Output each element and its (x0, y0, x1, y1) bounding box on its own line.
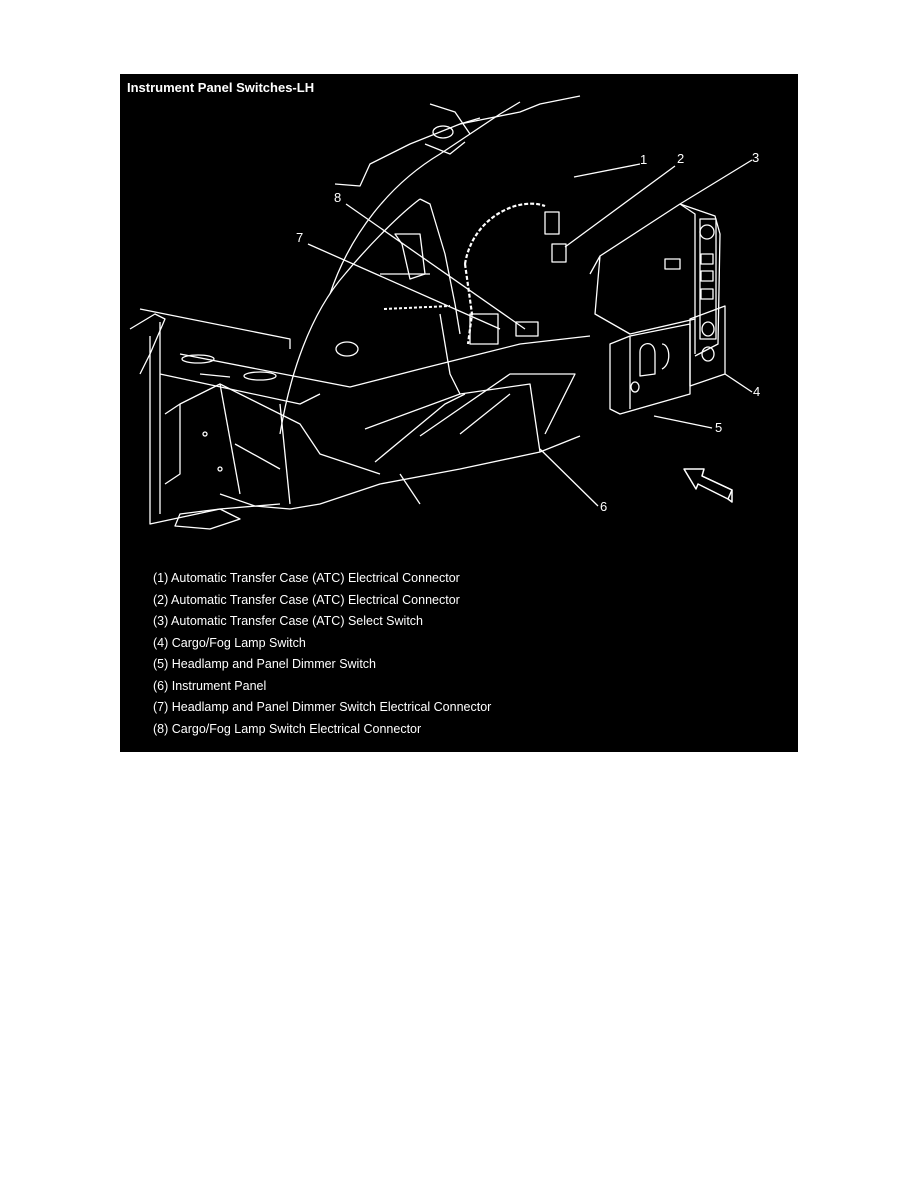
view-direction-arrow-icon (683, 468, 733, 503)
instrument-panel-drawing (129, 95, 753, 530)
callout-layer: 1 2 3 4 5 6 7 8 (296, 150, 760, 514)
callout-3: 3 (752, 150, 759, 165)
legend-item: (2) Automatic Transfer Case (ATC) Electr… (153, 592, 460, 607)
callout-2: 2 (677, 151, 684, 166)
legend-item: (8) Cargo/Fog Lamp Switch Electrical Con… (153, 721, 422, 736)
callout-7: 7 (296, 230, 303, 245)
callout-5: 5 (715, 420, 722, 435)
legend-item: (3) Automatic Transfer Case (ATC) Select… (153, 614, 423, 628)
instrument-panel-figure: Instrument Panel Switches-LH (120, 74, 798, 752)
figure-title: Instrument Panel Switches-LH (127, 80, 315, 95)
legend-item: (4) Cargo/Fog Lamp Switch (153, 635, 306, 650)
legend-item: (5) Headlamp and Panel Dimmer Switch (153, 657, 377, 671)
callout-4: 4 (753, 384, 760, 399)
legend-item: (6) Instrument Panel (153, 678, 267, 693)
callout-1: 1 (640, 152, 647, 167)
callout-8: 8 (334, 190, 341, 205)
legend-item: (1) Automatic Transfer Case (ATC) Electr… (153, 571, 460, 585)
callout-6: 6 (600, 499, 607, 514)
legend-item: (7) Headlamp and Panel Dimmer Switch Ele… (153, 700, 492, 714)
legend: (1) Automatic Transfer Case (ATC) Electr… (153, 568, 491, 740)
